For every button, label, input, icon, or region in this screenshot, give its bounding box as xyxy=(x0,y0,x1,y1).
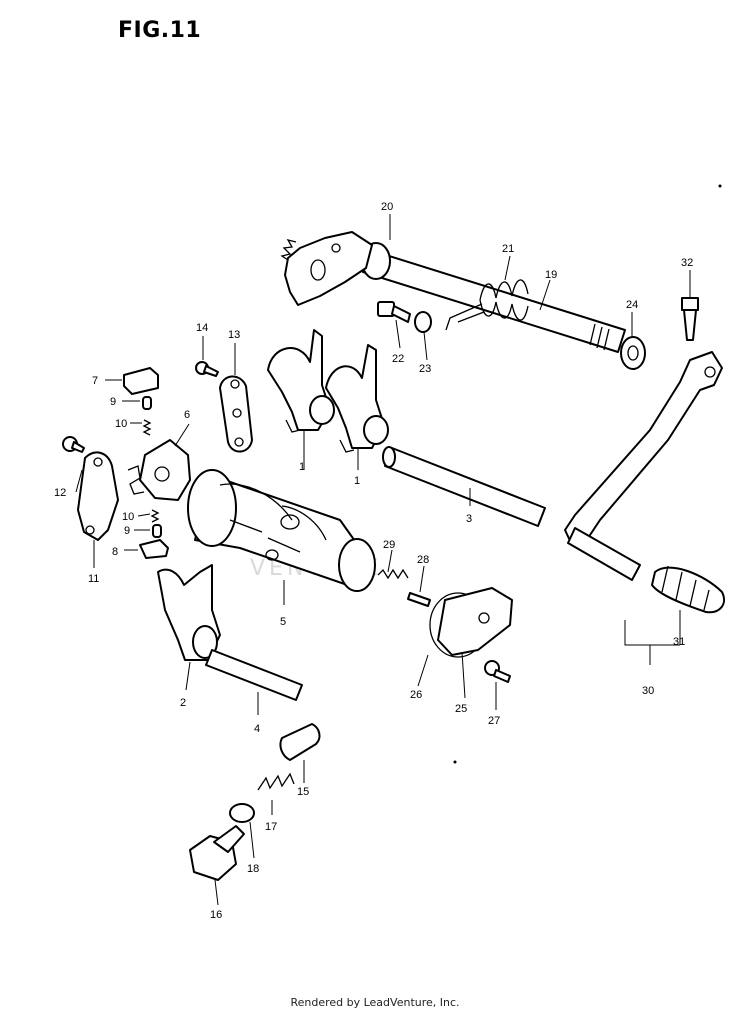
callout-10b: 10 xyxy=(122,511,134,523)
callout-8: 8 xyxy=(112,546,118,558)
part-cam-guide[interactable] xyxy=(77,451,119,541)
part-pin-28[interactable] xyxy=(407,592,431,607)
figure-title: FIG.11 xyxy=(118,18,202,43)
speck xyxy=(453,760,457,764)
callout-12: 12 xyxy=(54,487,66,499)
render-credit: Rendered by LeadVenture, Inc. xyxy=(290,996,460,1009)
part-screw-12[interactable] xyxy=(62,436,85,453)
callout-25: 25 xyxy=(455,703,467,715)
callout-15: 15 xyxy=(297,786,309,798)
callout-27: 27 xyxy=(488,715,500,727)
part-screw-27[interactable] xyxy=(484,660,511,683)
part-fork-shaft-4[interactable] xyxy=(205,649,303,701)
part-shift-fork-1a[interactable] xyxy=(267,329,335,433)
callout-2: 2 xyxy=(180,697,186,709)
callout-28: 28 xyxy=(417,554,429,566)
part-gearshift-arm[interactable] xyxy=(280,231,373,306)
part-gearshift-lever[interactable] xyxy=(564,351,723,581)
part-lever-rubber[interactable] xyxy=(651,565,725,614)
part-cover-25[interactable] xyxy=(437,587,513,656)
callout-11: 11 xyxy=(88,573,99,585)
callout-20: 20 xyxy=(381,201,393,213)
part-pin-9a[interactable] xyxy=(142,396,152,410)
part-pawl-8[interactable] xyxy=(139,539,169,559)
part-pawl-lifter-plate[interactable] xyxy=(219,375,253,453)
callout-29: 29 xyxy=(383,539,395,551)
part-washer-23[interactable] xyxy=(414,311,432,333)
part-spring-10b[interactable] xyxy=(150,509,160,523)
callout-32: 32 xyxy=(681,257,693,269)
callout-24: 24 xyxy=(626,299,638,311)
part-screw-14[interactable] xyxy=(195,361,219,377)
part-pin-9b[interactable] xyxy=(152,524,162,538)
leader-lines xyxy=(75,214,691,906)
part-shift-cam[interactable] xyxy=(127,439,191,501)
callout-30: 30 xyxy=(642,685,654,697)
part-gearshift-shaft[interactable] xyxy=(361,242,626,353)
callout-31: 31 xyxy=(673,636,685,648)
callout-5: 5 xyxy=(280,616,286,628)
part-spring-17[interactable] xyxy=(257,772,295,791)
callout-14: 14 xyxy=(196,322,208,334)
callout-23: 23 xyxy=(419,363,431,375)
part-stopper-pin-15[interactable] xyxy=(279,723,321,761)
part-shift-fork-2[interactable] xyxy=(157,564,221,661)
callout-13: 13 xyxy=(228,329,240,341)
part-bolt-32[interactable] xyxy=(681,297,699,341)
part-return-spring[interactable] xyxy=(445,279,529,331)
part-bolt-22[interactable] xyxy=(377,301,411,323)
callout-9a: 9 xyxy=(110,396,116,408)
part-spring-10a[interactable] xyxy=(142,419,152,436)
callout-3: 3 xyxy=(466,513,472,525)
part-fork-shaft[interactable] xyxy=(382,446,546,527)
callout-1a: 1 xyxy=(299,461,305,473)
callout-22: 22 xyxy=(392,353,404,365)
callout-4: 4 xyxy=(254,723,260,735)
callout-numbers: 1 1 2 3 4 5 6 7 8 9 9 10 10 11 12 13 14 … xyxy=(54,201,693,921)
part-washer-18[interactable] xyxy=(229,803,255,823)
part-plug-bolt-16[interactable] xyxy=(189,825,245,881)
callout-16: 16 xyxy=(210,909,222,921)
callout-21: 21 xyxy=(502,243,514,255)
callout-10a: 10 xyxy=(115,418,127,430)
callout-6: 6 xyxy=(184,409,190,421)
callout-7: 7 xyxy=(92,375,98,387)
part-shift-drum[interactable] xyxy=(187,469,376,592)
part-spring-29[interactable] xyxy=(377,568,409,580)
callout-19: 19 xyxy=(545,269,557,281)
part-oil-seal[interactable] xyxy=(620,336,646,370)
speck xyxy=(718,184,722,188)
part-shift-fork-1b[interactable] xyxy=(325,344,389,453)
callout-18: 18 xyxy=(247,863,259,875)
callout-26: 26 xyxy=(410,689,422,701)
part-stopper-plate[interactable] xyxy=(123,367,159,395)
callout-17: 17 xyxy=(265,821,277,833)
callout-9b: 9 xyxy=(124,525,130,537)
callout-1b: 1 xyxy=(354,475,360,487)
